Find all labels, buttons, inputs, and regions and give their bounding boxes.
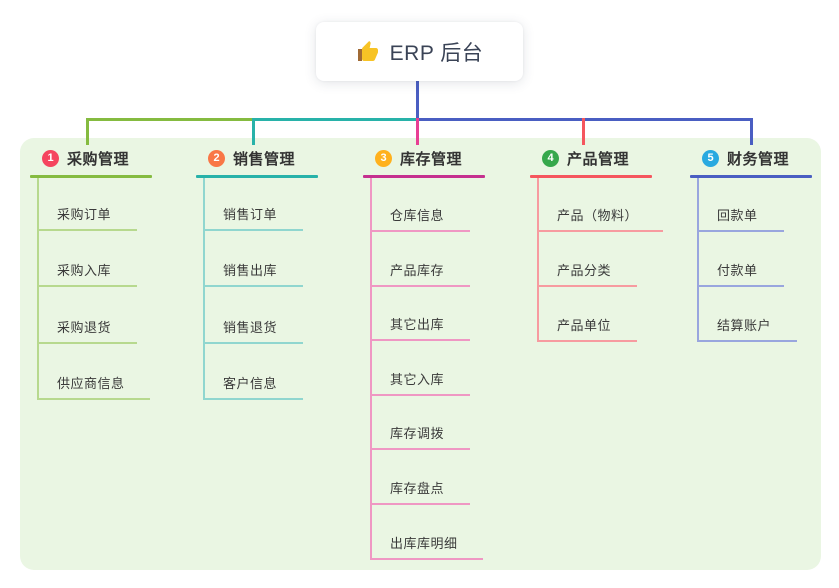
connector-horizontal-line — [252, 118, 419, 121]
connector-horizontal-line — [86, 118, 255, 121]
branch-drop-line — [750, 118, 753, 145]
child-underline — [203, 229, 303, 231]
child-underline — [37, 229, 137, 231]
child-label: 结算账户 — [717, 318, 772, 333]
child-underline — [697, 230, 784, 232]
child-connector-line — [537, 178, 539, 342]
child-connector-line — [697, 178, 699, 342]
root-stem-line — [416, 81, 419, 121]
child-underline — [37, 398, 150, 400]
child-underline — [537, 340, 637, 342]
mindmap-group-container — [20, 138, 821, 570]
child-label: 产品库存 — [390, 263, 445, 278]
branch-badge: 3 — [375, 149, 392, 167]
child-underline — [370, 448, 470, 450]
child-underline — [370, 503, 470, 505]
child-underline — [537, 285, 637, 287]
branch-underline — [30, 175, 152, 178]
child-underline — [697, 285, 784, 287]
branch-title-2[interactable]: 2 销售管理 — [208, 148, 295, 168]
child-label: 回款单 — [717, 208, 758, 223]
child-label: 产品单位 — [557, 318, 612, 333]
child-label: 其它入库 — [390, 372, 445, 387]
branch-underline — [530, 175, 652, 178]
branch-title-1[interactable]: 1 采购管理 — [42, 148, 129, 168]
branch-title-label: 采购管理 — [67, 150, 130, 168]
child-label: 销售订单 — [223, 207, 278, 222]
child-label: 销售出库 — [223, 263, 278, 278]
branch-badge: 1 — [42, 149, 59, 167]
child-underline — [370, 230, 470, 232]
child-label: 其它出库 — [390, 317, 445, 332]
child-label: 采购订单 — [57, 207, 112, 222]
branch-underline — [690, 175, 812, 178]
branch-drop-line — [252, 118, 255, 145]
child-label: 仓库信息 — [390, 208, 445, 223]
branch-underline — [363, 175, 485, 178]
branch-title-label: 库存管理 — [400, 150, 463, 168]
child-label: 付款单 — [717, 263, 758, 278]
child-label: 客户信息 — [223, 376, 278, 391]
child-underline — [203, 342, 303, 344]
branch-badge: 4 — [542, 149, 559, 167]
child-label: 库存调拨 — [390, 426, 445, 441]
child-underline — [370, 339, 470, 341]
child-underline — [537, 230, 663, 232]
child-label: 供应商信息 — [57, 376, 125, 391]
child-label: 采购入库 — [57, 263, 112, 278]
branch-title-4[interactable]: 4 产品管理 — [542, 148, 629, 168]
child-underline — [203, 398, 303, 400]
branch-drop-line — [582, 118, 585, 145]
branch-title-3[interactable]: 3 库存管理 — [375, 148, 462, 168]
child-underline — [370, 394, 470, 396]
root-node[interactable]: ERP 后台 — [316, 22, 523, 81]
child-label: 出库库明细 — [390, 536, 458, 551]
branch-title-label: 财务管理 — [727, 150, 790, 168]
child-label: 产品（物料） — [557, 208, 639, 223]
branch-badge: 5 — [702, 149, 719, 167]
thumbs-up-icon — [357, 40, 378, 61]
child-label: 采购退货 — [57, 320, 112, 335]
branch-drop-line — [86, 118, 89, 145]
branch-title-label: 产品管理 — [567, 150, 630, 168]
child-underline — [37, 285, 137, 287]
child-underline — [370, 285, 470, 287]
branch-badge: 2 — [208, 149, 225, 167]
child-label: 产品分类 — [557, 263, 612, 278]
child-underline — [203, 285, 303, 287]
child-underline — [697, 340, 797, 342]
child-label: 库存盘点 — [390, 481, 445, 496]
branch-drop-line — [416, 118, 419, 145]
child-label: 销售退货 — [223, 320, 278, 335]
child-connector-line — [203, 178, 205, 400]
branch-underline — [196, 175, 318, 178]
child-underline — [370, 558, 483, 560]
child-connector-line — [37, 178, 39, 400]
child-connector-line — [370, 178, 372, 560]
root-title: ERP 后台 — [389, 41, 484, 65]
branch-title-label: 销售管理 — [233, 150, 296, 168]
branch-title-5[interactable]: 5 财务管理 — [702, 148, 789, 168]
child-underline — [37, 342, 137, 344]
